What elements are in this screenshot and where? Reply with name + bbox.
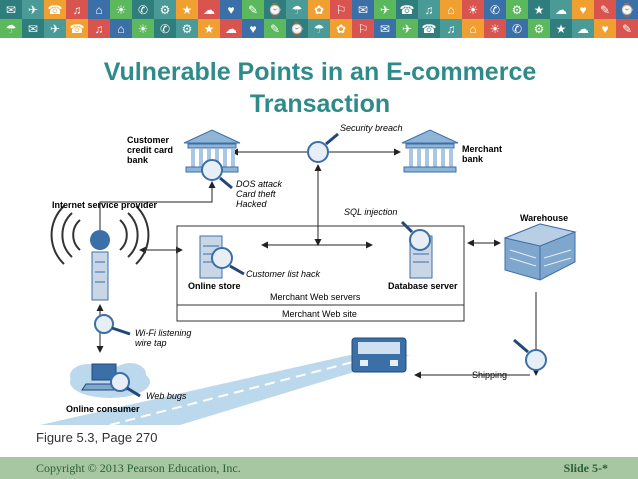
slide-footer: Copyright © 2013 Pearson Education, Inc.… [0,457,638,479]
label-merchant-web-servers: Merchant Web servers [270,292,361,302]
magnifier-icon-shipping [513,338,547,371]
banner-icon: ☁ [572,19,594,38]
banner-icon: ♥ [242,19,264,38]
banner-icon: ♥ [220,0,242,19]
banner-icon: ★ [528,0,550,19]
banner-icon: ☂ [286,0,308,19]
banner-icon: ☂ [308,19,330,38]
banner-icon: ✈ [374,0,396,19]
banner-icon: ✆ [132,0,154,19]
banner-icon: ★ [176,0,198,19]
label-customer-list-hack: Customer list hack [246,269,321,279]
banner-icon: ☎ [66,19,88,38]
banner-icon: ✆ [154,19,176,38]
banner-icon: ⌚ [264,0,286,19]
banner-icon: ✉ [352,0,374,19]
banner-icon: ♫ [440,19,462,38]
isp-tower-icon [50,205,150,301]
label-online-store: Online store [188,281,241,291]
banner-icon: ☎ [418,19,440,38]
banner-icon: ✎ [242,0,264,19]
banner-icon: ⚙ [176,19,198,38]
banner-icon: ♫ [66,0,88,19]
copyright-text: Copyright © 2013 Pearson Education, Inc. [36,461,241,475]
label-merchant-web-site: Merchant Web site [282,309,357,319]
magnifier-icon-sql-injection [400,220,431,251]
banner-icon: ⌂ [462,19,484,38]
banner-icon: ✿ [308,0,330,19]
slide-number: Slide 5-* [563,461,608,475]
magnifier-icon-wifi-listening [94,314,131,336]
magnifier-icon-security-breach [307,132,339,163]
banner-icon: ✿ [330,19,352,38]
banner-icon: ☀ [132,19,154,38]
banner-icon: ⚐ [330,0,352,19]
road [40,354,410,426]
merchant-web-site-box [176,225,465,322]
label-shipping: Shipping [472,370,507,380]
banner-icon: ✎ [616,19,638,38]
banner-icon: ✉ [374,19,396,38]
banner-icon: ♫ [88,19,110,38]
banner-icon: ✉ [0,0,22,19]
banner-icon: ✆ [506,19,528,38]
banner-icon: ☂ [0,19,22,38]
merchant-bank-icon [401,129,459,173]
warehouse-icon [503,223,577,281]
label-web-bugs: Web bugs [146,391,187,401]
banner-icon: ✆ [484,0,506,19]
banner-icon: ☁ [198,0,220,19]
banner-icon: ⌂ [110,19,132,38]
banner-icon: ☀ [462,0,484,19]
banner-icon: ☁ [550,0,572,19]
banner-icon: ✈ [22,0,44,19]
banner-icon: ★ [550,19,572,38]
slide-title: Vulnerable Points in an E-commerce Trans… [103,58,537,118]
banner-icon: ✎ [594,0,616,19]
banner-icon: ♥ [572,0,594,19]
banner-icon: ⌂ [440,0,462,19]
banner-icon: ⚙ [506,0,528,19]
icon-banner: ✉✈☎♫⌂☀✆⚙★☁♥✎⌚☂✿⚐✉✈☎♫⌂☀✆⚙★☁♥✎⌚☂✉✈☎♫⌂☀✆⚙★☁… [0,0,638,38]
banner-icon: ✎ [264,19,286,38]
label-security-breach: Security breach [340,123,403,133]
banner-icon: ⚐ [352,19,374,38]
banner-icon: ✈ [396,19,418,38]
banner-icon: ☀ [110,0,132,19]
online-consumer-icon [70,363,150,398]
banner-icon: ✈ [44,19,66,38]
banner-icon: ★ [198,19,220,38]
banner-icon: ☁ [220,19,242,38]
banner-icon: ✉ [22,19,44,38]
banner-icon: ☀ [484,19,506,38]
banner-icon: ♫ [418,0,440,19]
magnifier-icon-customer-list-hack [211,247,245,276]
banner-icon: ♥ [594,19,616,38]
banner-icon: ⌚ [286,19,308,38]
banner-icon: ⌂ [88,0,110,19]
figure-caption: Figure 5.3, Page 270 [36,430,158,445]
banner-icon: ⚙ [528,19,550,38]
label-database-server: Database server [388,281,458,291]
banner-icon: ☎ [44,0,66,19]
label-isp: Internet service provider [52,200,158,210]
label-online-consumer: Online consumer [66,404,140,414]
delivery-truck-icon [351,337,407,373]
label-sql-injection: SQL injection [344,207,397,217]
banner-icon: ⚙ [154,0,176,19]
magnifier-icon-dos-attack [201,159,233,190]
banner-icon: ☎ [396,0,418,19]
magnifier-icon-web-bugs [110,372,141,398]
label-warehouse: Warehouse [520,213,568,223]
banner-icon: ⌚ [616,0,638,19]
